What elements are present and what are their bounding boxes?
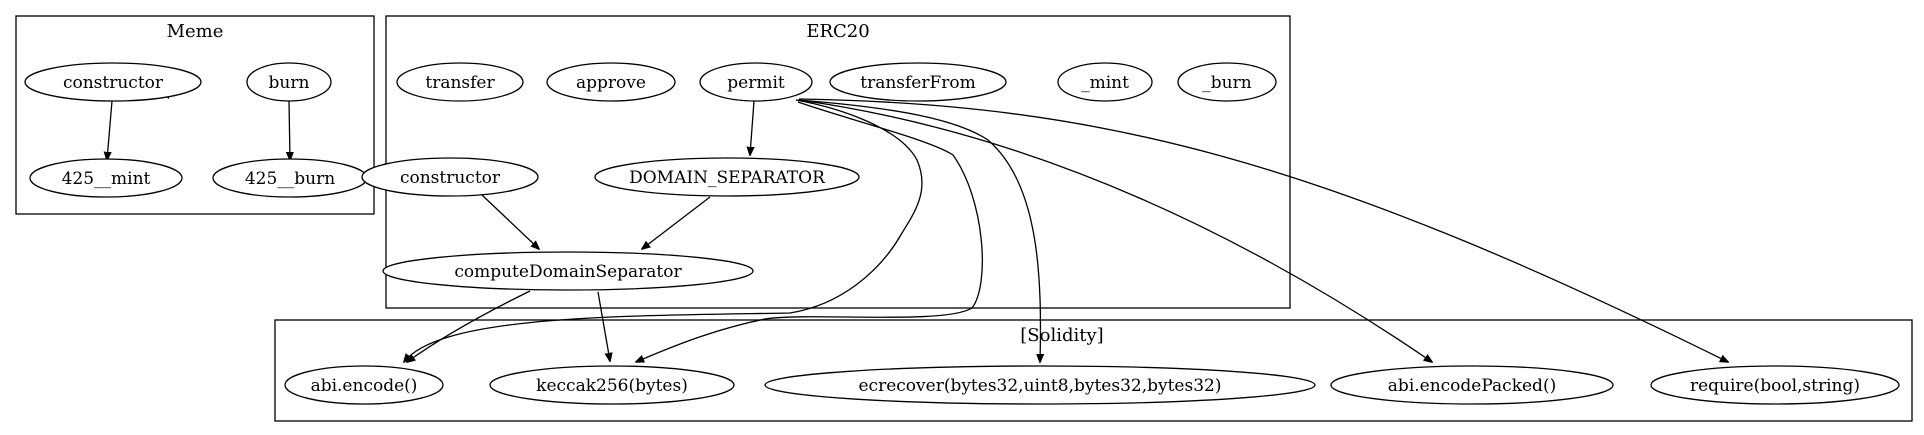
node-sol-abiencode[interactable]: abi.encode(): [284, 365, 444, 405]
edge-permit-domainseparator: [750, 100, 754, 155]
node-erc-transferfrom-label: transferFrom: [860, 73, 976, 93]
node-sol-keccak[interactable]: keccak256(bytes): [489, 365, 735, 405]
node-erc-approve-label: approve: [576, 73, 646, 93]
edge-permit-require: [798, 98, 1728, 362]
node-erc-computedomainseparator-shape: [382, 251, 754, 291]
edge-permit-abiencode: [404, 99, 923, 362]
edge-domainseparator-computedomainseparator: [642, 196, 711, 249]
node-erc-transfer-shape: [396, 62, 524, 102]
node-erc-domainseparator-shape: [594, 157, 860, 197]
node-erc-burn-shape: [1177, 62, 1277, 102]
edge-constructor-computedomainseparator: [481, 194, 539, 249]
node-meme-burn[interactable]: burn: [246, 62, 332, 102]
node-erc-permit-label: permit: [727, 73, 785, 93]
node-erc-approve[interactable]: approve: [546, 62, 676, 102]
node-meme-burn425-label: 425__burn: [245, 169, 335, 189]
edge-permit-abiencodepacked: [798, 99, 1432, 362]
node-erc-computedomainseparator[interactable]: computeDomainSeparator: [382, 251, 754, 291]
node-meme-constructor-label: constructor: [63, 73, 164, 93]
node-meme-constructor[interactable]: constructor: [24, 62, 202, 102]
node-erc-transfer[interactable]: transfer: [396, 62, 524, 102]
cluster-solidity-label: [Solidity]: [1020, 325, 1103, 346]
node-erc-constructor-label: constructor: [400, 168, 501, 188]
node-sol-ecrecover-label: ecrecover(bytes32,uint8,bytes32,bytes32): [859, 376, 1222, 396]
node-sol-require-shape: [1650, 365, 1900, 405]
node-erc-burn-label: _burn: [1202, 73, 1251, 93]
edge-computedomainseparator-keccak: [597, 291, 610, 361]
node-meme-mint425-label: 425__mint: [62, 169, 151, 189]
cluster-solidity: [Solidity]: [274, 319, 1913, 422]
node-erc-mint-label: _mint: [1081, 73, 1129, 93]
cluster-erc20-label: ERC20: [806, 21, 869, 42]
node-erc-transfer-label: transfer: [425, 73, 495, 93]
node-sol-require-label: require(bool,string): [1690, 376, 1860, 396]
cluster-erc20: ERC20: [385, 15, 1291, 309]
edge-permit-keccak: [636, 101, 983, 362]
node-meme-constructor-shape: [24, 62, 202, 102]
node-meme-mint425[interactable]: 425__mint: [29, 158, 183, 198]
node-sol-keccak-shape: [489, 365, 735, 405]
edge-meme-constructor-mint: [107, 100, 113, 160]
node-sol-ecrecover[interactable]: ecrecover(bytes32,uint8,bytes32,bytes32): [764, 365, 1316, 405]
node-sol-abiencodepacked[interactable]: abi.encodePacked(): [1330, 365, 1614, 405]
edge-meme-burn-burn425: [289, 100, 290, 160]
node-meme-burn-label: burn: [269, 73, 310, 93]
node-sol-keccak-label: keccak256(bytes): [536, 376, 688, 396]
node-erc-transferfrom[interactable]: transferFrom: [829, 62, 1007, 102]
node-erc-permit[interactable]: permit: [699, 62, 813, 102]
edge-computedomainseparator-abiencode: [407, 290, 531, 362]
node-erc-transferfrom-shape: [829, 62, 1007, 102]
cluster-meme-label: Meme: [167, 21, 224, 42]
node-erc-constructor-shape: [361, 157, 539, 197]
node-erc-approve-shape: [546, 62, 676, 102]
edges: [107, 69, 1728, 362]
node-erc-permit-shape: [699, 62, 813, 102]
node-erc-domainseparator-label: DOMAIN_SEPARATOR: [629, 168, 826, 188]
cluster-erc20-border: [385, 15, 1291, 309]
node-sol-abiencodepacked-shape: [1330, 365, 1614, 405]
node-erc-computedomainseparator-label: computeDomainSeparator: [454, 262, 682, 282]
node-erc-mint-shape: [1057, 62, 1153, 102]
node-sol-abiencode-shape: [284, 365, 444, 405]
node-sol-abiencodepacked-label: abi.encodePacked(): [1388, 376, 1556, 396]
cluster-meme: Meme: [15, 15, 375, 215]
node-sol-ecrecover-shape: [764, 365, 1316, 405]
node-erc-domainseparator[interactable]: DOMAIN_SEPARATOR: [594, 157, 860, 197]
cluster-solidity-border: [274, 319, 1913, 422]
edge-permit-ecrecover: [797, 99, 1040, 362]
node-erc-constructor[interactable]: constructor: [361, 157, 539, 197]
node-erc-burn[interactable]: _burn: [1177, 62, 1277, 102]
node-meme-burn-shape: [246, 62, 332, 102]
node-meme-burn425[interactable]: 425__burn: [212, 158, 368, 198]
node-erc-mint[interactable]: _mint: [1057, 62, 1153, 102]
cluster-meme-border: [15, 15, 375, 215]
node-sol-require[interactable]: require(bool,string): [1650, 365, 1900, 405]
node-meme-mint425-shape: [29, 158, 183, 198]
node-sol-abiencode-label: abi.encode(): [311, 376, 418, 396]
